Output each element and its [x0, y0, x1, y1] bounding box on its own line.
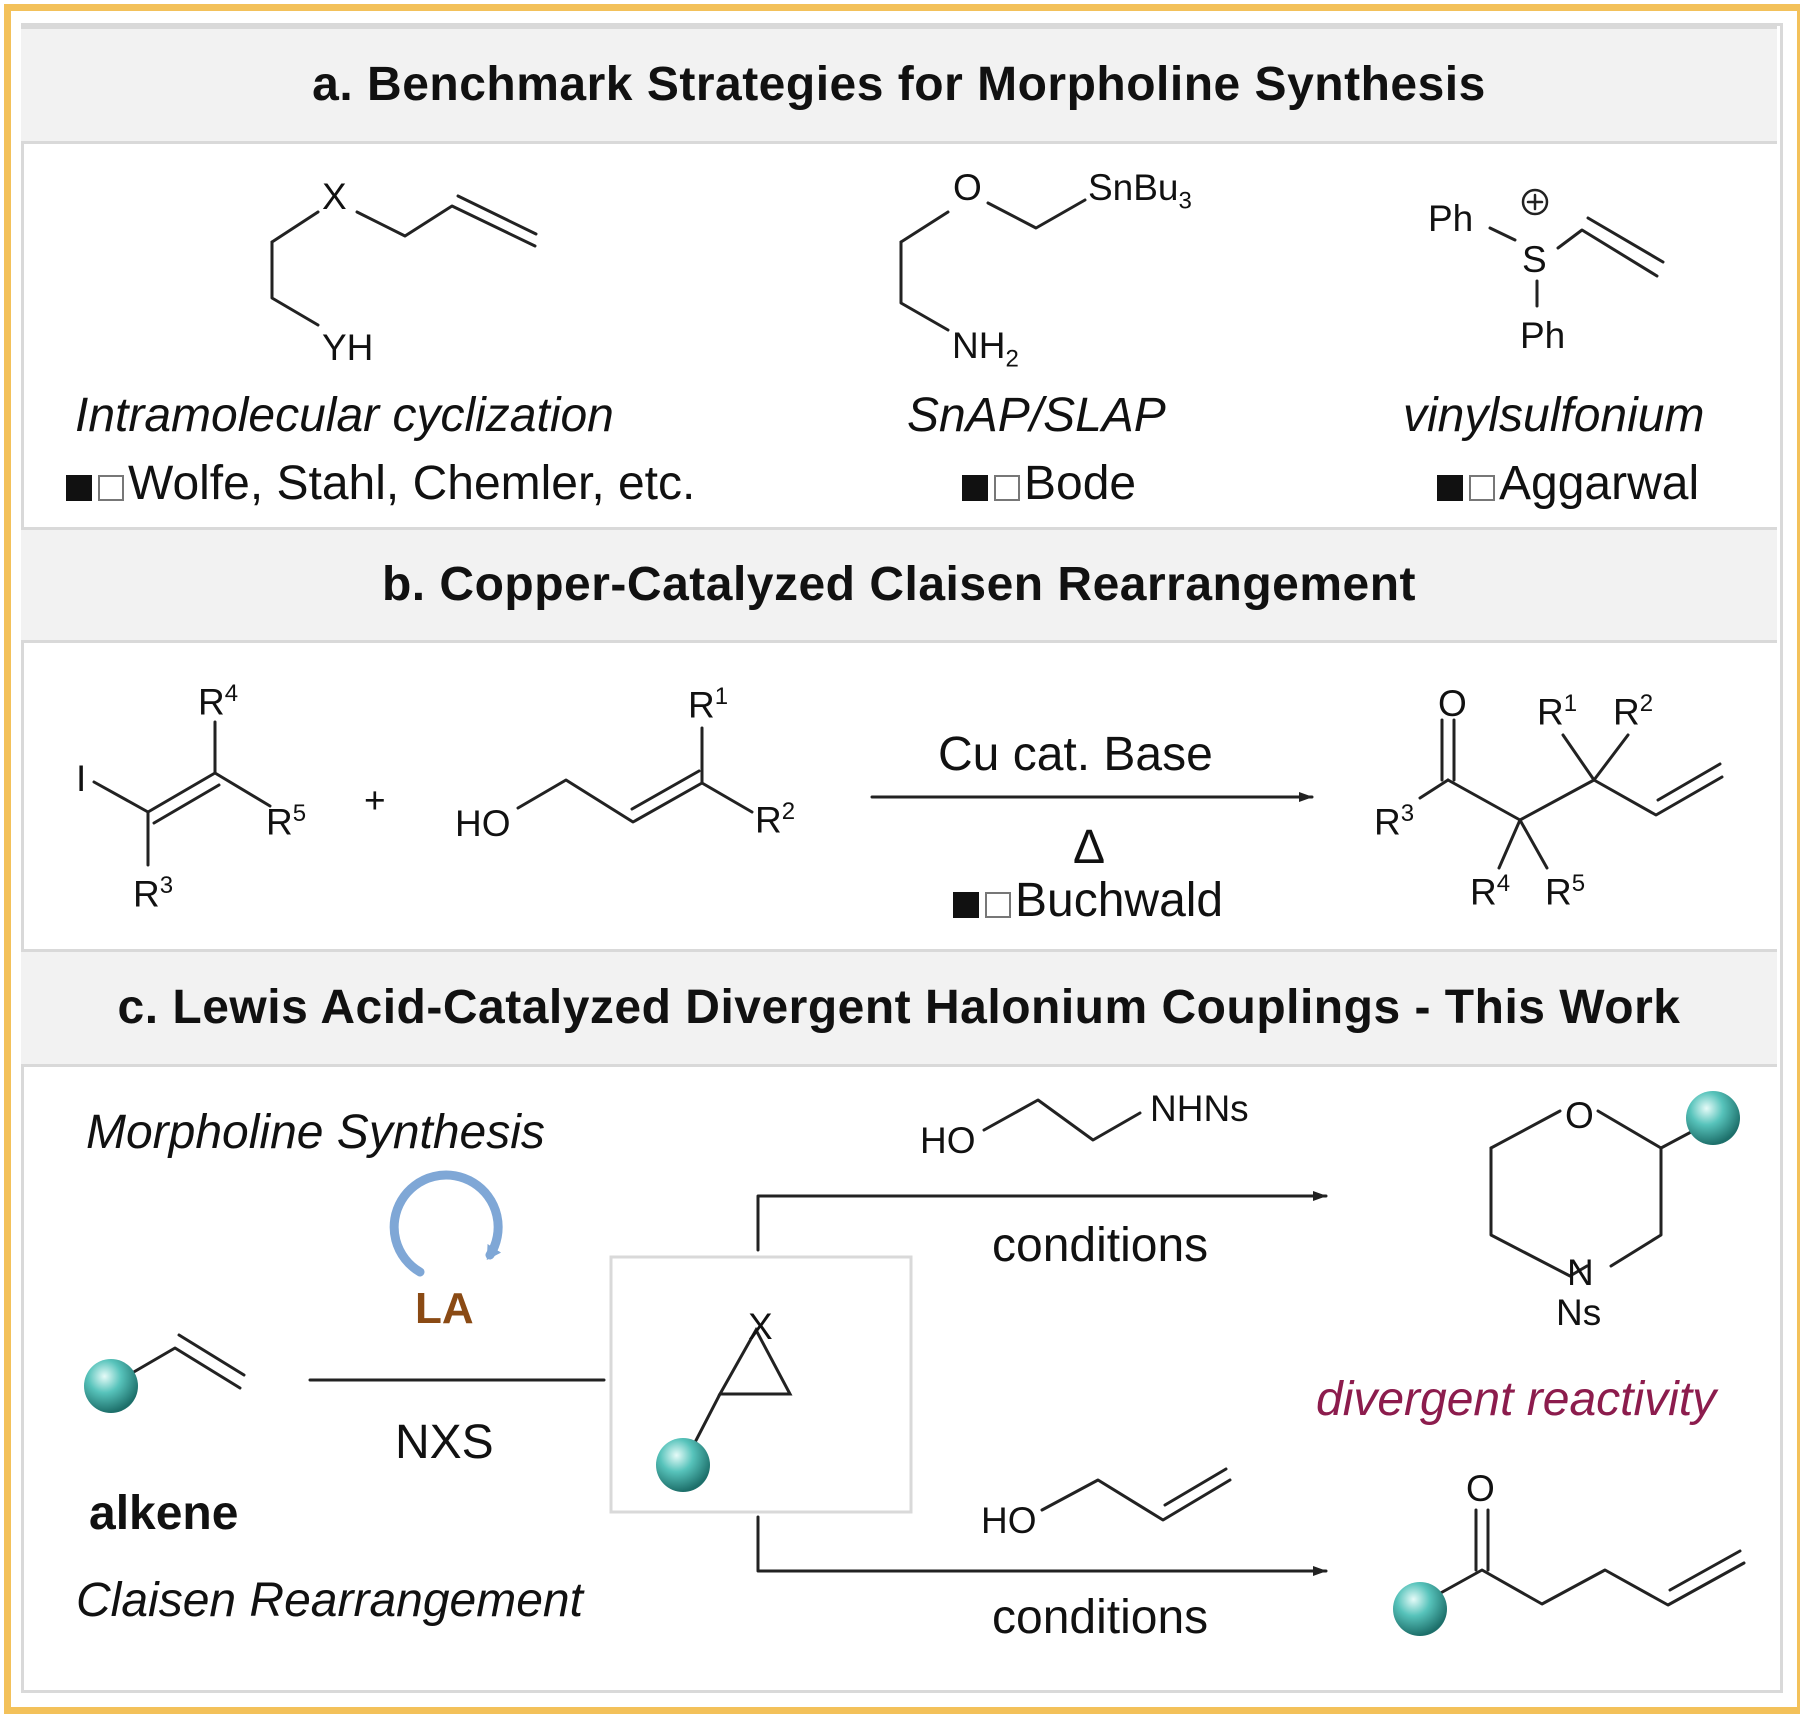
halogen-x-label: X [748, 1306, 773, 1347]
condition-cu-base: Cu cat. Base [938, 728, 1213, 781]
allyl-alcohol-c-structure [1040, 1467, 1232, 1522]
section-a-header: a. Benchmark Strategies for Morpholine S… [21, 26, 1777, 144]
refs-buchwald: Buchwald [953, 873, 1223, 928]
section-b-title: b. Copper-Catalyzed Claisen Rearrangemen… [381, 558, 1417, 611]
phenyl-label-2: Ph [1520, 315, 1566, 356]
alkene-structure [118, 1333, 246, 1390]
r2-label: R2 [755, 798, 796, 841]
empty-box-glyph [985, 892, 1011, 918]
condition-heat: Δ [1073, 821, 1106, 874]
morpholine-product-structure [1489, 1109, 1710, 1278]
strategy-name-vinylsulfonium: vinylsulfonium [1403, 389, 1705, 442]
product-r5-label: R5 [1545, 870, 1586, 913]
product-r4-label: R4 [1470, 870, 1511, 913]
strategy-refs-cyclization: Wolfe, Stahl, Chemler, etc. [66, 456, 695, 511]
atom-s: S [1522, 239, 1547, 280]
morpholine-ns: Ns [1556, 1292, 1602, 1333]
atom-o-snap: O [953, 167, 982, 208]
strategy-name-cyclization: Intramolecular cyclization [75, 389, 614, 442]
top-reagent-nhns: NHNs [1150, 1088, 1249, 1129]
strategy-name-snap: SnAP/SLAP [907, 389, 1166, 442]
divergent-reactivity-label: divergent reactivity [1316, 1373, 1717, 1426]
ketone-product-structure [1426, 1508, 1746, 1607]
empty-box-glyph [994, 475, 1020, 501]
substituent-sphere-ketone [1393, 1582, 1447, 1636]
plus-sign: + [364, 780, 386, 821]
morpholine-nitrogen: N [1567, 1252, 1594, 1293]
bottom-conditions-label: conditions [992, 1591, 1209, 1644]
product-r1-label: R1 [1537, 690, 1578, 733]
strategy-refs-snap: Bode [962, 456, 1136, 511]
snap-reagent-structure [899, 198, 1087, 332]
claisen-product-structure [1418, 718, 1724, 870]
bottom-reagent-ho: HO [981, 1500, 1037, 1541]
atom-yh: YH [322, 327, 374, 368]
claisen-rearrangement-label: Claisen Rearrangement [76, 1574, 583, 1627]
cyclization-precursor-structure [270, 194, 538, 327]
empty-box-glyph [98, 475, 124, 501]
empty-box-glyph [1469, 475, 1495, 501]
hydroxyl-label: HO [455, 803, 511, 844]
lewis-acid-label: LA [415, 1284, 474, 1333]
phenyl-label-1: Ph [1428, 198, 1474, 239]
square-bullet [66, 475, 92, 501]
substituent-sphere-alkene [84, 1359, 138, 1413]
section-a-title: a. Benchmark Strategies for Morpholine S… [312, 58, 1486, 111]
product-r3-label: R3 [1374, 800, 1415, 843]
square-bullet [1437, 475, 1463, 501]
section-c-header: c. Lewis Acid-Catalyzed Divergent Haloni… [21, 949, 1777, 1067]
ketone-oxygen: O [1466, 1468, 1495, 1509]
atom-x: X [322, 176, 347, 217]
la-catalytic-cycle-arrow [389, 1170, 503, 1277]
nxs-reagent-label: NXS [395, 1416, 494, 1469]
stannane-label: SnBu3 [1088, 167, 1192, 215]
carbonyl-oxygen-b: O [1438, 683, 1467, 724]
vinyl-iodide-structure [92, 720, 272, 867]
morpholine-synthesis-label: Morpholine Synthesis [86, 1106, 545, 1159]
amine-label: NH2 [952, 325, 1019, 373]
top-reagent-ho: HO [920, 1120, 976, 1161]
r1-label: R1 [688, 683, 729, 726]
atom-i: I [76, 758, 87, 799]
substituent-sphere-halonium [656, 1438, 710, 1492]
allyl-alcohol-structure [516, 726, 754, 824]
halonium-intermediate-box [609, 1255, 913, 1514]
strategy-refs-vinylsulfonium: Aggarwal [1437, 456, 1699, 511]
r3-label: R3 [133, 872, 174, 915]
morpholine-oxygen: O [1565, 1095, 1594, 1136]
alkene-label: alkene [89, 1487, 239, 1540]
bottom-branch-arrow [756, 1515, 1328, 1576]
top-branch-arrow [756, 1191, 1328, 1252]
section-c-title: c. Lewis Acid-Catalyzed Divergent Haloni… [117, 981, 1681, 1034]
section-b-header: b. Copper-Catalyzed Claisen Rearrangemen… [21, 527, 1777, 643]
square-bullet [953, 892, 979, 918]
square-bullet [962, 475, 988, 501]
product-r2-label: R2 [1613, 690, 1654, 733]
top-conditions-label: conditions [992, 1219, 1209, 1272]
nosyl-aminoethanol-structure [982, 1098, 1142, 1142]
vinylsulfonium-structure [1488, 188, 1665, 308]
substituent-sphere-morpholine [1686, 1091, 1740, 1145]
r4-label: R4 [198, 680, 239, 723]
r5-label: R5 [266, 800, 307, 843]
